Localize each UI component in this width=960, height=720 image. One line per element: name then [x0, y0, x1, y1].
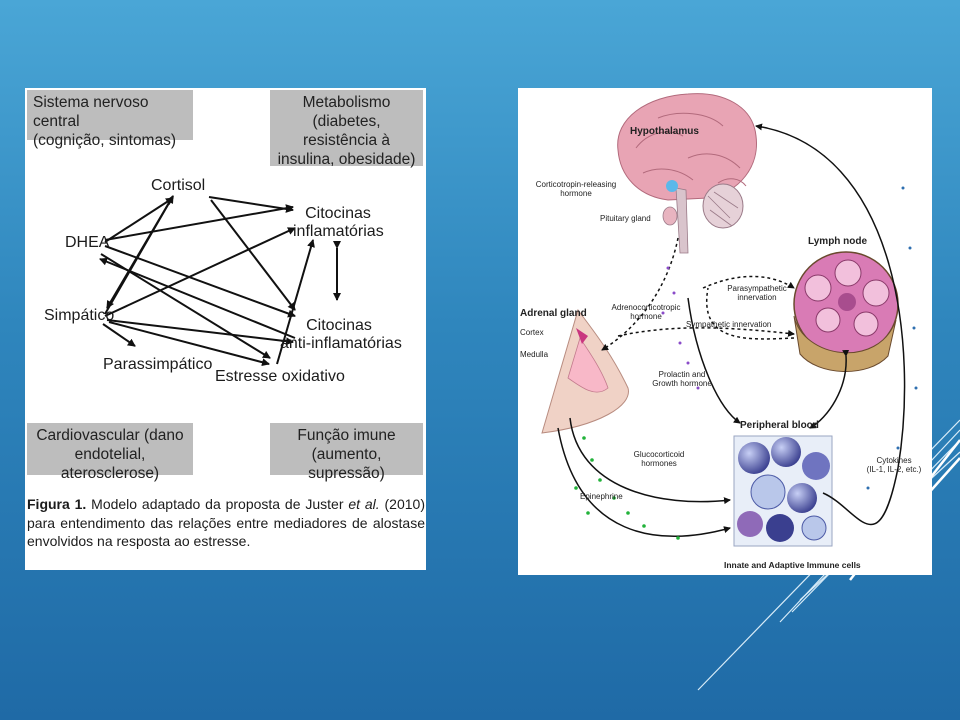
node-citocinas-anti-inflamatorias: Citocinas anti-inflamatórias — [280, 317, 402, 353]
label-epinephrine: Epinephrine — [580, 492, 623, 501]
label-pituitary: Pituitary gland — [600, 214, 651, 223]
label-lymph-node: Lymph node — [808, 236, 868, 247]
label-prolactin-line1: Prolactin and — [658, 370, 706, 379]
label-sympathetic: Sympathetic innervation — [686, 320, 772, 329]
node-citocinas-inflamatorias: Citocinas inflamatórias — [293, 205, 384, 241]
label-hypothalamus: Hypothalamus — [630, 126, 699, 137]
cardiovascular-box: Cardiovascular (dano endotelial, aterosc… — [27, 423, 193, 482]
neuroimmune-drawing — [541, 93, 918, 547]
cns-box-detail: (cognição, sintomas) — [33, 132, 177, 149]
arrow-cortisol-citocinas-anti — [210, 199, 296, 311]
label-cortex: Cortex — [520, 328, 544, 337]
cardiovascular-box-detail: endotelial, aterosclerose) — [60, 446, 160, 482]
node-citocinas-anti-line1: Citocinas — [306, 317, 372, 334]
label-crh-line1: Corticotropin-releasing — [535, 180, 617, 189]
label-prolactin: Prolactin and Growth hormone — [642, 370, 722, 388]
node-citocinas-inflam-line1: Citocinas — [305, 205, 371, 222]
node-citocinas-anti-line2: anti-inflamatórias — [280, 335, 402, 352]
neuroimmune-illustration: Hypothalamus Corticotropin-releasing hor… — [518, 88, 932, 575]
label-acth-line1: Adrenocorticotropic — [611, 303, 681, 312]
arrow-citocinas-anti-dhea — [99, 257, 296, 339]
arrow-cortisol-simpatico — [106, 195, 174, 309]
label-adrenal-gland: Adrenal gland — [520, 308, 587, 319]
label-glucocorticoid: Glucocorticoid hormones — [624, 450, 694, 468]
label-medulla: Medulla — [520, 350, 549, 359]
caption-text-after: (2010) para entendimento das relações en… — [27, 496, 425, 549]
arrow-simpatico-estresse — [108, 321, 270, 367]
immune-box-detail: (aumento, supressão) — [308, 446, 385, 482]
cardiovascular-box-title: Cardiovascular (dano — [36, 427, 184, 444]
mediator-arrows — [99, 195, 341, 367]
cns-box: Sistema nervoso central (cognição, sinto… — [27, 90, 193, 149]
arrow-simpatico-parassimpatico — [102, 323, 136, 347]
metabolism-box-detail-1: (diabetes, resistência à — [302, 113, 390, 149]
node-simpatico: Simpático — [44, 307, 115, 324]
label-prolactin-line2: Growth hormone — [652, 379, 712, 388]
label-parasympathetic-line1: Parasympathetic — [727, 284, 787, 293]
lymph-node-illustration — [793, 251, 899, 372]
label-parasympathetic: Parasympathetic innervation — [714, 284, 800, 302]
label-crh-line2: hormone — [560, 189, 592, 198]
arrow-estresse-citocinas-inflam — [276, 239, 315, 365]
arrow-simpatico-citocinas-anti — [106, 319, 294, 346]
arrow-dhea-citocinas-inflam — [104, 204, 294, 241]
label-acth: Adrenocorticotropic hormone — [596, 303, 696, 321]
arrow-dhea-cortisol — [104, 197, 174, 243]
label-cytokines: Cytokines (IL-1, IL-2, etc.) — [858, 456, 930, 474]
arrow-dhea-citocinas-anti — [104, 245, 296, 318]
label-immune-cells: Innate and Adaptive Immune cells — [724, 560, 861, 570]
label-crh: Corticotropin-releasing hormone — [520, 180, 632, 198]
label-glucocorticoid-line1: Glucocorticoid — [633, 450, 685, 459]
label-glucocorticoid-line2: hormones — [641, 459, 677, 468]
caption-label: Figura 1. — [27, 496, 87, 512]
node-parassimpatico: Parassimpático — [103, 356, 213, 373]
arrow-cortisol-citocinas-inflam — [208, 196, 294, 213]
arrow-simpatico-citocinas-inflam — [104, 227, 296, 317]
adrenal-gland-illustration — [541, 308, 629, 434]
hormone-dots — [574, 186, 918, 540]
node-cortisol: Cortisol — [151, 177, 206, 194]
label-acth-line2: hormone — [630, 312, 662, 321]
label-cytokines-line1: Cytokines — [876, 456, 912, 465]
metabolism-box-detail-2: insulina, obesidade) — [277, 151, 416, 168]
cns-box-title: Sistema nervoso central — [33, 94, 149, 130]
label-peripheral-blood: Peripheral blood — [740, 420, 819, 431]
node-citocinas-inflam-line2: inflamatórias — [293, 223, 384, 240]
immune-cells-illustration — [733, 435, 833, 547]
caption-etal: et al. — [348, 496, 380, 512]
node-dhea: DHEA — [65, 234, 110, 251]
label-cytokines-line2: (IL-1, IL-2, etc.) — [866, 465, 922, 474]
metabolism-box-title: Metabolismo — [302, 94, 391, 111]
allostasis-model-figure: Sistema nervoso central (cognição, sinto… — [25, 88, 426, 570]
node-estresse-oxidativo: Estresse oxidativo — [215, 368, 345, 385]
figure-caption: Figura 1. Modelo adaptado da proposta de… — [27, 495, 425, 551]
label-parasympathetic-line2: innervation — [737, 293, 777, 302]
caption-text-before: Modelo adaptado da proposta de Juster — [86, 496, 349, 512]
immune-box-title: Função imune — [297, 427, 396, 444]
immune-box: Função imune (aumento, supressão) — [270, 423, 423, 482]
brain-illustration — [617, 93, 757, 254]
connection-arrows — [557, 123, 906, 537]
metabolism-box: Metabolismo (diabetes, resistência à ins… — [270, 90, 423, 168]
